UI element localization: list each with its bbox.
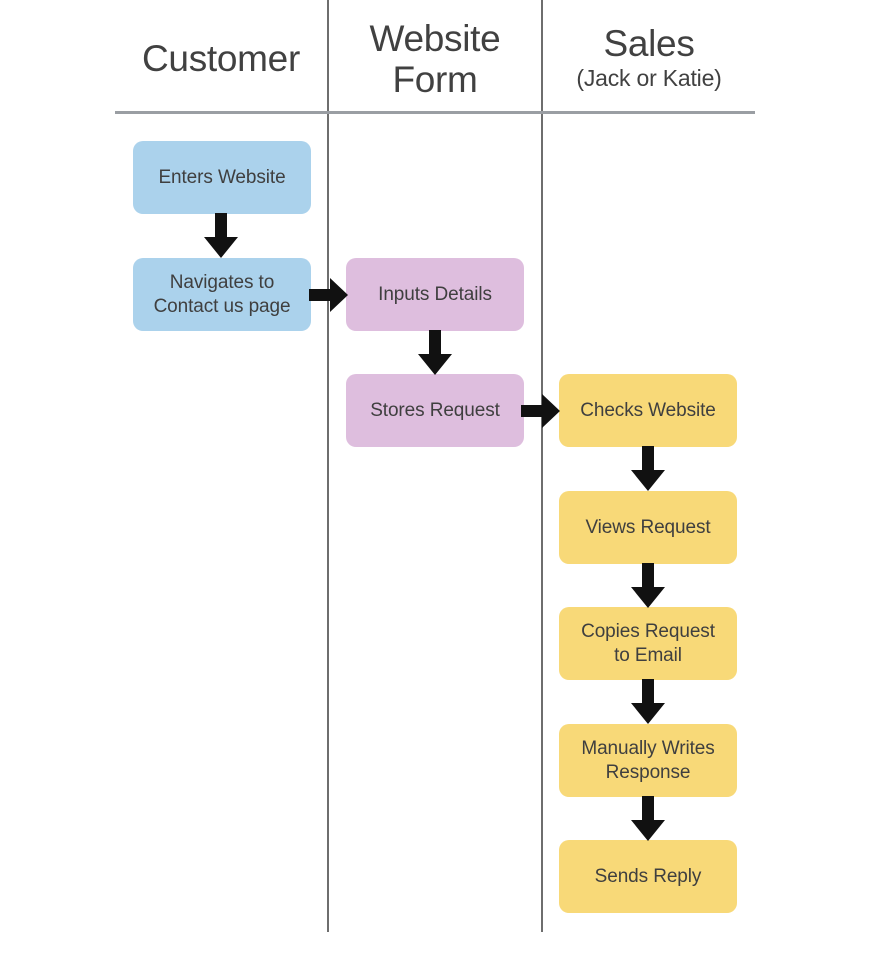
- node-label-navigates-to-contact-us-page: Navigates to Contact us page: [153, 271, 291, 317]
- lane-title-website-form-line2: Form: [392, 59, 478, 101]
- lane-header-customer: Customer: [115, 38, 327, 79]
- lane-header-rule: [115, 111, 755, 114]
- arrow-down-enters-website-to-navigates: [203, 213, 239, 259]
- lane-title-website-form-line1: Website: [369, 18, 501, 59]
- node-navigates-to-contact-us-page[interactable]: Navigates to Contact us page: [133, 258, 311, 331]
- node-label-views-request: Views Request: [585, 516, 711, 538]
- arrow-down-views-request-to-copies-request: [630, 563, 666, 609]
- arrow-down-copies-request-to-manually-writes: [630, 679, 666, 725]
- node-checks-website[interactable]: Checks Website: [559, 374, 737, 447]
- node-label-checks-website: Checks Website: [580, 399, 716, 421]
- node-label-stores-request: Stores Request: [370, 399, 500, 421]
- lane-divider-customer-website: [327, 0, 329, 932]
- node-label-copies-request-to-email: Copies Request to Email: [581, 620, 715, 666]
- arrow-down-manually-writes-to-sends-reply: [630, 796, 666, 842]
- node-copies-request-to-email[interactable]: Copies Request to Email: [559, 607, 737, 680]
- node-inputs-details[interactable]: Inputs Details: [346, 258, 524, 331]
- lane-header-website-form: Website Form: [329, 18, 541, 101]
- lane-title-customer: Customer: [142, 38, 300, 79]
- node-label-enters-website: Enters Website: [158, 166, 286, 188]
- arrow-down-checks-website-to-views-request: [630, 446, 666, 492]
- node-views-request[interactable]: Views Request: [559, 491, 737, 564]
- arrow-down-inputs-details-to-stores-request: [417, 330, 453, 376]
- node-sends-reply[interactable]: Sends Reply: [559, 840, 737, 913]
- arrow-right-stores-request-to-checks-website: [521, 393, 561, 429]
- node-label-inputs-details: Inputs Details: [378, 283, 492, 305]
- node-label-manually-writes-response: Manually Writes Response: [581, 737, 715, 783]
- node-enters-website[interactable]: Enters Website: [133, 141, 311, 214]
- lane-header-sales: Sales (Jack or Katie): [543, 23, 755, 92]
- lane-title-sales: Sales: [603, 23, 695, 64]
- arrow-right-navigates-to-inputs-details: [309, 277, 349, 313]
- node-label-sends-reply: Sends Reply: [594, 865, 702, 887]
- lane-divider-website-sales: [541, 0, 543, 932]
- lane-subtitle-sales: (Jack or Katie): [576, 65, 722, 92]
- node-manually-writes-response[interactable]: Manually Writes Response: [559, 724, 737, 797]
- node-stores-request[interactable]: Stores Request: [346, 374, 524, 447]
